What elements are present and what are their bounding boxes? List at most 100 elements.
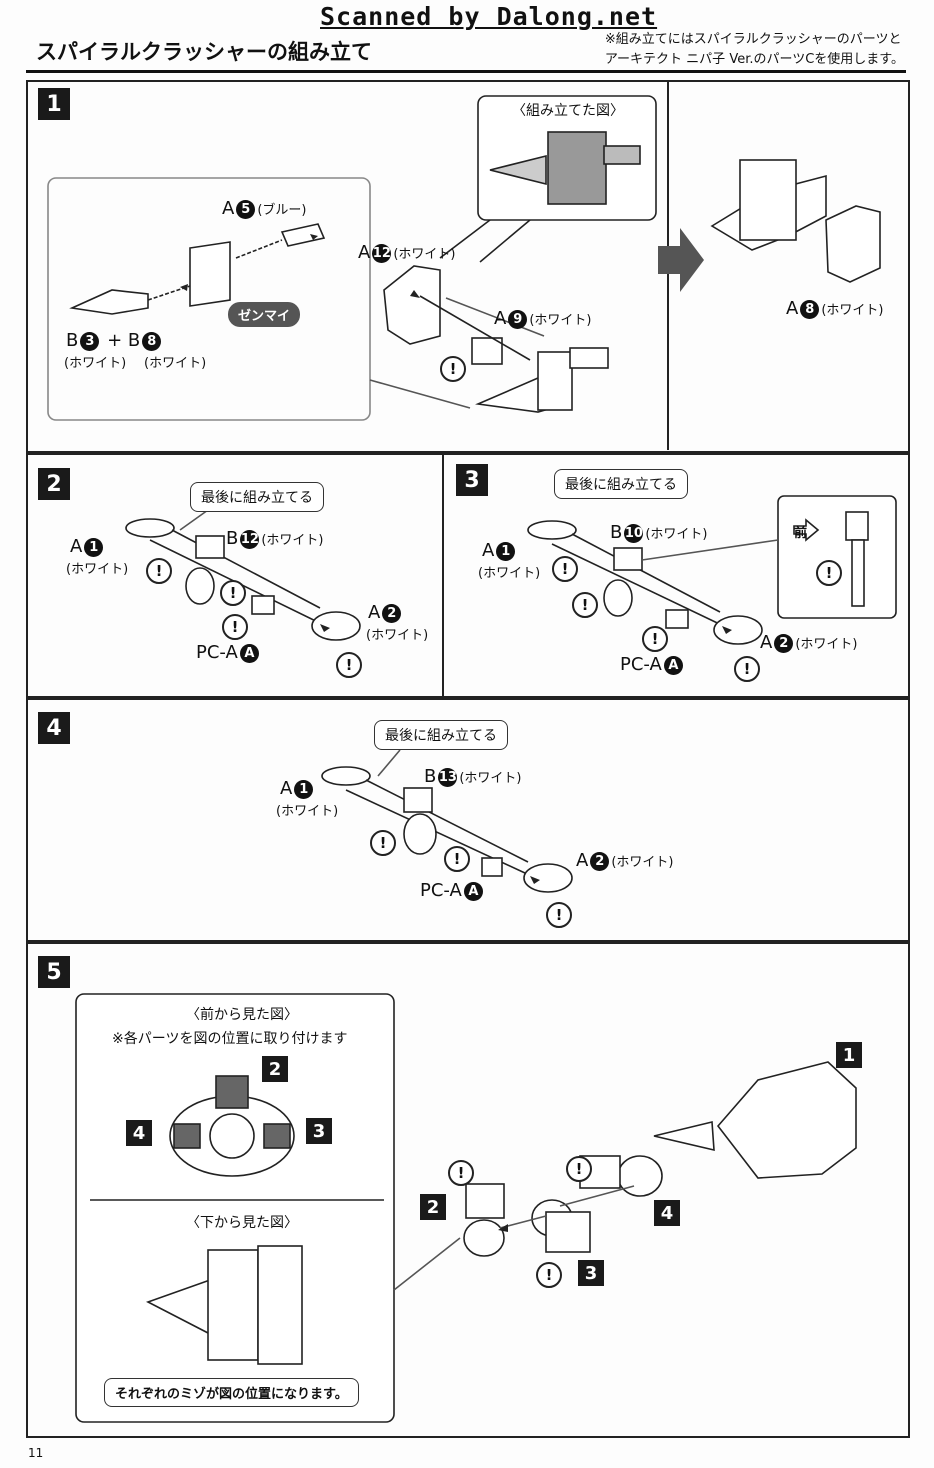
step1-plus: + xyxy=(107,330,123,351)
front-view-part-4: 4 xyxy=(126,1120,152,1146)
step1-panel xyxy=(26,80,910,453)
step3-a2-color: (ホワイト) xyxy=(795,637,858,652)
step4-b13-color: (ホワイト) xyxy=(459,771,522,786)
step1-a5-num: 5 xyxy=(236,199,256,219)
step1-a9-num: 9 xyxy=(508,309,528,329)
step1-white-2: (ホワイト) xyxy=(144,356,207,371)
warning-icon: ! xyxy=(220,580,246,606)
step3-a2-letter: A xyxy=(760,632,773,653)
step1-a9-letter: A xyxy=(494,308,507,329)
zenmai-badge: ゼンマイ xyxy=(228,302,301,327)
step4-a1-color: (ホワイト) xyxy=(276,804,339,819)
groove-note: それぞれのミゾが図の位置になります。 xyxy=(104,1378,359,1407)
step2-pca-text: PC-A xyxy=(196,642,238,663)
step1-a8-letter: A xyxy=(786,298,799,319)
warning-icon: ! xyxy=(440,356,466,382)
assembly-part-2: 2 xyxy=(420,1194,446,1220)
step4-pca-text: PC-A xyxy=(420,880,462,901)
step4-b13-num: 13 xyxy=(438,767,458,787)
step4-a2-letter: A xyxy=(576,850,589,871)
assembly-part-1: 1 xyxy=(836,1042,862,1068)
assembled-view-label: 〈組み立てた図〉 xyxy=(512,103,624,119)
step2-b12-letter: B xyxy=(226,528,239,549)
watermark: Scanned by Dalong.net xyxy=(320,2,658,31)
step2-number: 2 xyxy=(38,468,70,500)
step1-a12-color: (ホワイト) xyxy=(393,247,456,262)
step1-a5-letter: A xyxy=(222,198,235,219)
step1-a8-num: 8 xyxy=(800,299,820,319)
step2-last-callout: 最後に組み立てる xyxy=(190,482,324,512)
step3-panel xyxy=(442,453,910,698)
step1-b8-letter: B xyxy=(127,330,141,351)
front-view-note: ※各パーツを図の位置に取り付けます xyxy=(112,1031,348,1047)
warning-icon: ! xyxy=(816,560,842,586)
step4-b13-letter: B xyxy=(424,766,437,787)
warning-icon: ! xyxy=(566,1156,592,1182)
front-view-part-3: 3 xyxy=(306,1118,332,1144)
warning-icon: ! xyxy=(642,626,668,652)
step2-a1-letter: A xyxy=(70,536,83,557)
warning-icon: ! xyxy=(734,656,760,682)
step2-a1-color: (ホワイト) xyxy=(66,562,129,577)
step3-a1-letter: A xyxy=(482,540,495,561)
step2-a2-color: (ホワイト) xyxy=(366,628,429,643)
step3-a1-color: (ホワイト) xyxy=(478,566,541,581)
step1-number: 1 xyxy=(38,88,70,120)
step4-a2-num: 2 xyxy=(590,851,610,871)
step5-number: 5 xyxy=(38,956,70,988)
parts-note: ※組み立てにはスパイラルクラッシャーのパーツと アーキテクト ニパ子 Ver.の… xyxy=(605,30,904,70)
assembly-part-4: 4 xyxy=(654,1200,680,1226)
bottom-view-label: 〈下から見た図〉 xyxy=(186,1215,298,1231)
step1-a12-letter: A xyxy=(358,242,371,263)
step4-number: 4 xyxy=(38,712,70,744)
step3-pca-num: A xyxy=(663,655,683,675)
step3-last-callout: 最後に組み立てる xyxy=(554,469,688,499)
step3-b10-letter: B xyxy=(610,522,623,543)
step1-a9-color: (ホワイト) xyxy=(529,313,592,328)
step1-a5-color: (ブルー) xyxy=(257,203,307,218)
step2-a2-letter: A xyxy=(368,602,381,623)
page-title: スパイラルクラッシャーの組み立て xyxy=(36,40,372,64)
step4-a1-num: 1 xyxy=(294,779,314,799)
warning-icon: ! xyxy=(572,592,598,618)
page-number: 11 xyxy=(28,1446,44,1460)
step3-b10-num: 10 xyxy=(624,523,644,543)
front-view-part-2: 2 xyxy=(262,1056,288,1082)
step3-a1-num: 1 xyxy=(496,541,516,561)
note-line-1: ※組み立てにはスパイラルクラッシャーのパーツと xyxy=(604,32,902,47)
step3-b10-color: (ホワイト) xyxy=(645,527,708,542)
step1-b8-num: 8 xyxy=(142,331,162,351)
warning-icon: ! xyxy=(444,846,470,872)
warning-icon: ! xyxy=(370,830,396,856)
step1-white-1: (ホワイト) xyxy=(64,356,127,371)
step2-a2-num: 2 xyxy=(382,603,402,623)
step4-pca-num: A xyxy=(463,881,483,901)
title-underline xyxy=(26,70,906,73)
step5-panel xyxy=(26,942,910,1438)
warning-icon: ! xyxy=(552,556,578,582)
warning-icon: ! xyxy=(448,1160,474,1186)
warning-icon: ! xyxy=(146,558,172,584)
step3-number: 3 xyxy=(456,464,488,496)
assembly-part-3: 3 xyxy=(578,1260,604,1286)
step2-a1-num: 1 xyxy=(84,537,104,557)
step4-a1-letter: A xyxy=(280,778,293,799)
note-line-2: アーキテクト ニパ子 Ver.のパーツCを使用します。 xyxy=(604,52,904,67)
